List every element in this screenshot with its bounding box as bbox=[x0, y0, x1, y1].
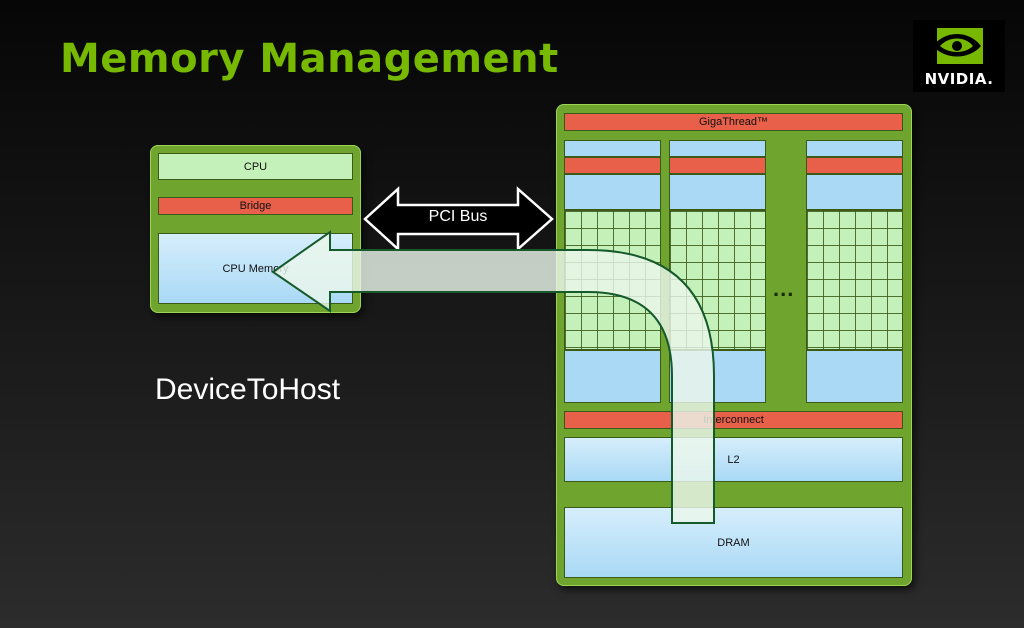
transfer-direction-label: DeviceToHost bbox=[155, 373, 341, 406]
gigathread-label: GigaThread™ bbox=[698, 116, 769, 128]
bridge-block: Bridge bbox=[158, 197, 353, 215]
l2-cache-block: L2 bbox=[564, 437, 903, 482]
bridge-label: Bridge bbox=[239, 200, 272, 212]
sm-scheduler bbox=[564, 157, 661, 174]
sm-top-cache bbox=[669, 140, 766, 157]
slide-title: Memory Management bbox=[60, 36, 559, 82]
cpu-label: CPU bbox=[243, 160, 268, 173]
more-sm-ellipsis: ... bbox=[773, 276, 795, 301]
sm-top-cache bbox=[564, 140, 661, 157]
sm-core-grid bbox=[806, 210, 903, 350]
sm-top-cache bbox=[806, 140, 903, 157]
dram-label: DRAM bbox=[717, 536, 750, 549]
gigathread-block: GigaThread™ bbox=[564, 113, 903, 131]
sm-scheduler bbox=[806, 157, 903, 174]
dram-block: DRAM bbox=[564, 507, 903, 578]
sm-scheduler bbox=[669, 157, 766, 174]
nvidia-logo: NVIDIA. bbox=[913, 20, 1005, 92]
sm-register-file bbox=[669, 174, 766, 210]
sm-register-file bbox=[564, 174, 661, 210]
cpu-block: CPU bbox=[158, 153, 353, 180]
interconnect-label: Interconnect bbox=[703, 414, 764, 426]
sm-register-file bbox=[806, 174, 903, 210]
interconnect-block: Interconnect bbox=[564, 411, 903, 429]
l2-label: L2 bbox=[727, 453, 740, 466]
pci-bus-label: PCI Bus bbox=[428, 208, 488, 225]
sm-shared-memory bbox=[564, 350, 661, 403]
logo-wordmark: NVIDIA. bbox=[924, 70, 994, 88]
sm-shared-memory bbox=[806, 350, 903, 403]
nvidia-eye-icon bbox=[933, 28, 983, 64]
